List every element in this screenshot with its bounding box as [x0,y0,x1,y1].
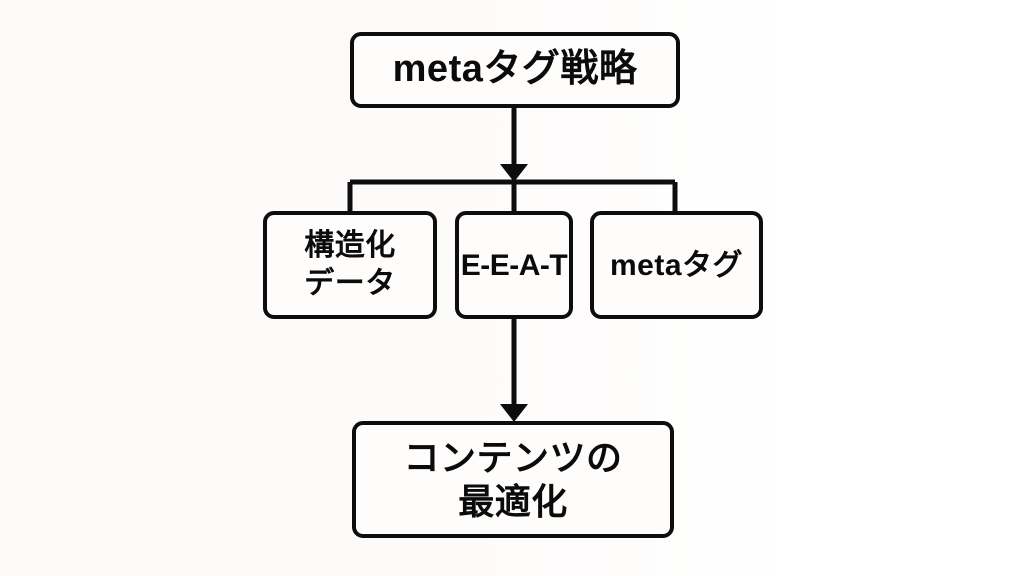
node-label-line: コンテンツの [403,436,623,478]
node-structured-data[interactable]: 構造化 データ [263,211,437,319]
node-content-optimization[interactable]: コンテンツの 最適化 [352,421,674,538]
node-label-line: データ [304,267,396,300]
node-meta-tag-strategy[interactable]: metaタグ戦略 [350,32,680,108]
node-meta-tag[interactable]: metaタグ [590,211,763,319]
node-label-line: E-E-A-T [460,248,568,282]
node-label-line: 構造化 [304,228,396,262]
node-label-line: 最適化 [458,480,568,522]
node-label-line: metaタグ戦略 [392,48,638,91]
node-label-line: metaタグ [609,248,744,282]
arrowhead-root-to-branch [500,164,528,182]
arrowhead-eeat-to-optimize [500,404,528,422]
node-eeat[interactable]: E-E-A-T [455,211,573,319]
